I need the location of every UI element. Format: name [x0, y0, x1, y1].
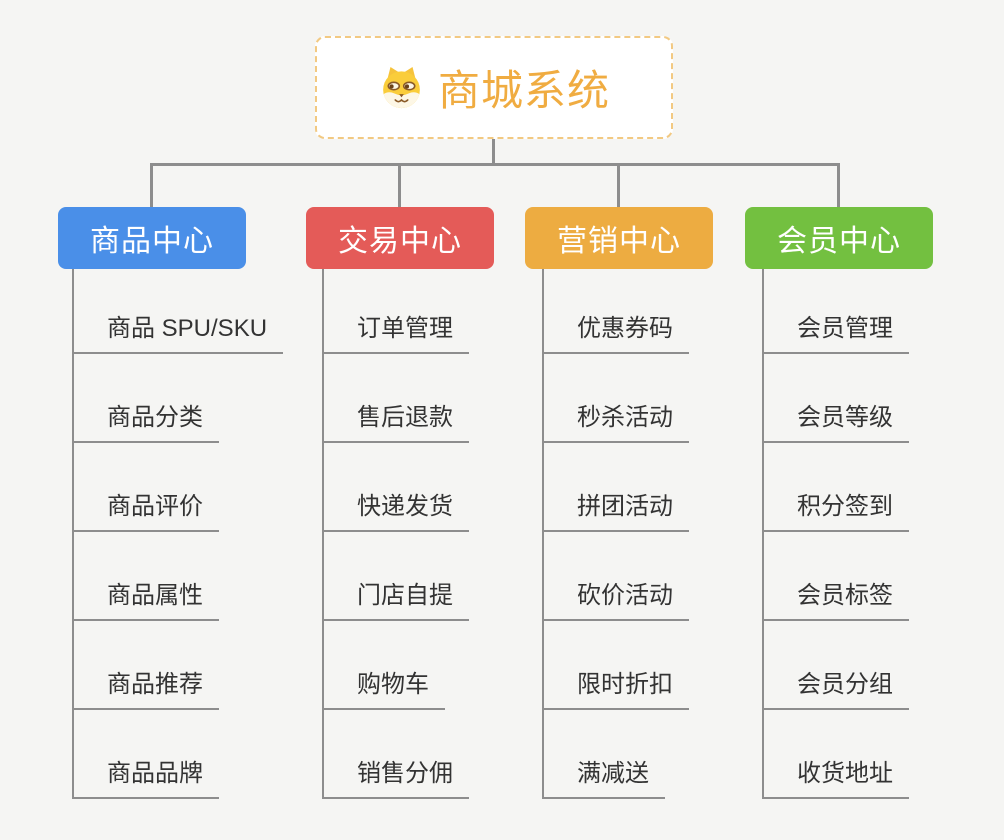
shiba-dog-icon: [378, 64, 425, 111]
connector-drop-product: [150, 166, 153, 207]
branch-label: 商品中心: [90, 225, 214, 258]
child-node[interactable]: 积分签到: [764, 443, 909, 532]
child-node[interactable]: 门店自提: [324, 532, 469, 621]
child-node[interactable]: 秒杀活动: [544, 354, 689, 443]
child-node[interactable]: 满减送: [544, 710, 665, 799]
children-marketing-center: 优惠券码 秒杀活动 拼团活动 砍价活动 限时折扣 满减送: [542, 269, 689, 799]
child-node[interactable]: 优惠券码: [544, 269, 689, 354]
child-node[interactable]: 商品属性: [74, 532, 219, 621]
child-node[interactable]: 商品评价: [74, 443, 219, 532]
child-node[interactable]: 会员等级: [764, 354, 909, 443]
children-trade-center: 订单管理 售后退款 快递发货 门店自提 购物车 销售分佣: [322, 269, 469, 799]
child-node[interactable]: 收货地址: [764, 710, 909, 799]
child-node[interactable]: 拼团活动: [544, 443, 689, 532]
children-product-center: 商品 SPU/SKU 商品分类 商品评价 商品属性 商品推荐 商品品牌: [72, 269, 284, 799]
child-node[interactable]: 销售分佣: [324, 710, 469, 799]
branch-node-marketing-center[interactable]: 营销中心: [525, 207, 713, 269]
child-node[interactable]: 订单管理: [324, 269, 469, 354]
child-node[interactable]: 售后退款: [324, 354, 469, 443]
child-node[interactable]: 会员标签: [764, 532, 909, 621]
branch-label: 交易中心: [338, 225, 462, 258]
branch-label: 营销中心: [557, 225, 681, 258]
connector-root-stem: [492, 139, 495, 164]
branch-label: 会员中心: [777, 225, 901, 258]
root-title: 商城系统: [437, 67, 610, 114]
child-node[interactable]: 购物车: [324, 621, 445, 710]
branch-node-product-center[interactable]: 商品中心: [58, 207, 246, 269]
connector-drop-trade: [398, 166, 401, 207]
child-node[interactable]: 商品 SPU/SKU: [74, 269, 284, 354]
child-node[interactable]: 商品分类: [74, 354, 219, 443]
connector-drop-marketing: [617, 166, 620, 207]
child-node[interactable]: 商品品牌: [74, 710, 219, 799]
branch-node-member-center[interactable]: 会员中心: [745, 207, 933, 269]
connector-horizontal-bar: [150, 163, 840, 166]
child-node[interactable]: 限时折扣: [544, 621, 689, 710]
child-node[interactable]: 快递发货: [324, 443, 469, 532]
root-node-mall-system[interactable]: 商城系统: [315, 36, 673, 139]
connector-drop-member: [837, 166, 840, 207]
children-member-center: 会员管理 会员等级 积分签到 会员标签 会员分组 收货地址: [762, 269, 909, 799]
child-node[interactable]: 会员管理: [764, 269, 909, 354]
child-node[interactable]: 商品推荐: [74, 621, 219, 710]
child-node[interactable]: 砍价活动: [544, 532, 689, 621]
branch-node-trade-center[interactable]: 交易中心: [306, 207, 494, 269]
child-node[interactable]: 会员分组: [764, 621, 909, 710]
